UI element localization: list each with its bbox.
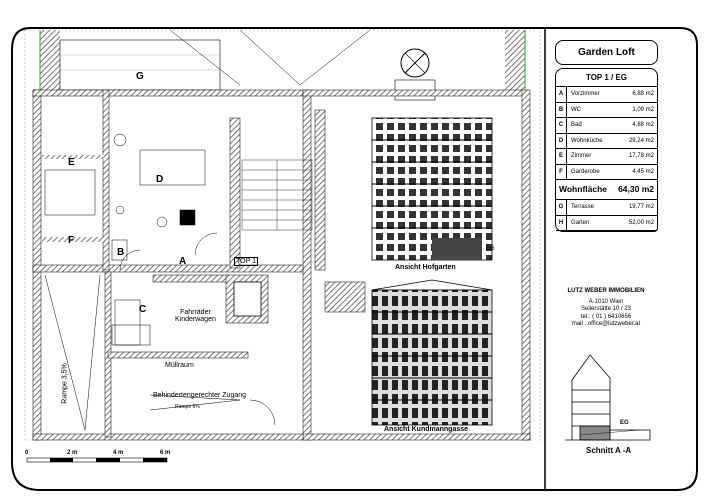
total-value: 64,30 m2 (618, 184, 654, 194)
scale-2m: 2 m (67, 450, 78, 456)
table-row: A Vorzimmer 6,88 m2 (556, 87, 657, 103)
section-label: Schnitt A -A (586, 446, 632, 455)
scale-bar (26, 457, 168, 463)
table-row: G Terrasse 19,77 m2 (556, 200, 657, 216)
facade-kundmanngasse (371, 279, 493, 426)
room-area: 4,88 m2 (632, 122, 654, 128)
company-tel: tel.: ( 01 ) 6410656 (580, 313, 632, 320)
company-mail: mail : office@lutzweber.at (571, 321, 641, 327)
table-row: D Wohnküche 29,24 m2 (556, 133, 657, 149)
ramp-label: Rampe 6% (175, 404, 200, 410)
room-label-g: G (136, 71, 144, 82)
room-name: Garderobe (571, 168, 600, 175)
facade-hofgarten (371, 117, 493, 261)
table-header: TOP 1 / EG (556, 69, 657, 87)
section-eg-label: EG (620, 420, 629, 426)
room-name: Garten (571, 219, 590, 226)
waste-room-label: Müllraum (165, 362, 194, 369)
room-name: Bad (571, 122, 582, 128)
north-arrow-icon (400, 48, 430, 78)
view-eg-label: EG (486, 246, 495, 252)
title: Garden Loft (578, 47, 635, 58)
room-label-b: B (117, 247, 125, 258)
access-label: Behindertengerechter Zugang (153, 392, 247, 399)
room-name: Vorzimmer (571, 91, 600, 97)
room-area: 4,45 m2 (632, 168, 654, 175)
room-name: Zimmer (571, 153, 592, 159)
room-label-f: F (68, 235, 75, 246)
room-area: 17,78 m2 (628, 153, 654, 159)
table-row: B WC 1,09 m2 (556, 102, 657, 118)
scale-4m: 4 m (113, 450, 124, 456)
table-row: H Garten 52,00 m2 (556, 215, 657, 231)
total-label: Wohnfläche (559, 184, 608, 194)
room-area: 6,88 m2 (632, 91, 654, 97)
room-key: F (556, 164, 567, 179)
room-area: 52,00 m2 (628, 219, 654, 226)
room-name: Wohnküche (571, 137, 603, 144)
table-row: C Bad 4,88 m2 (556, 118, 657, 134)
room-key: E (556, 149, 567, 164)
sheet-border (11, 27, 698, 491)
room-key: B (556, 102, 567, 117)
title-box: Garden Loft (555, 40, 658, 65)
room-area: 19,77 m2 (628, 204, 654, 210)
room-label-e: E (68, 157, 75, 168)
table-row: F Garderobe 4,45 m2 (556, 164, 657, 180)
bike-room-line2: Kinderwagen (175, 316, 216, 323)
room-key: A (556, 87, 567, 102)
staircase (241, 159, 313, 231)
scale-6m: 6 m (160, 450, 171, 456)
bike-room-line1: Fahrräder (180, 309, 211, 316)
room-label-c: C (139, 304, 147, 315)
company-info: LUTZ WEBER IMMOBILIEN A-1010 Wien Seiler… (556, 288, 656, 329)
room-name: Terrasse (571, 204, 595, 210)
company-street: Seilerstätte 10 / 23 (580, 306, 632, 312)
scale-0: 0 (25, 450, 29, 456)
room-key: G (556, 200, 567, 215)
room-key: D (556, 133, 567, 148)
view-kundmanngasse-label: Ansicht Kundmanngasse (384, 426, 469, 433)
room-key: C (556, 118, 567, 133)
elevator (233, 281, 262, 317)
room-area: 29,24 m2 (628, 137, 654, 144)
section-drawing (565, 354, 651, 441)
company-name: LUTZ WEBER IMMOBILIEN (567, 288, 645, 294)
bed (44, 169, 96, 216)
room-label-a: A (179, 256, 187, 267)
room-name: WC (571, 106, 581, 113)
room-label-d: D (156, 174, 164, 185)
table-row: E Zimmer 17,78 m2 (556, 149, 657, 165)
view-hofgarten-label: Ansicht Hofgarten (395, 264, 456, 271)
company-city: A-1010 Wien (588, 298, 624, 305)
total-row: Wohnfläche 64,30 m2 (556, 180, 657, 200)
top-label: TOP 1 (234, 257, 258, 266)
ramp-label-2: Rampe 3,5% (61, 363, 69, 404)
room-key: H (556, 215, 567, 230)
room-area: 1,09 m2 (632, 106, 654, 113)
